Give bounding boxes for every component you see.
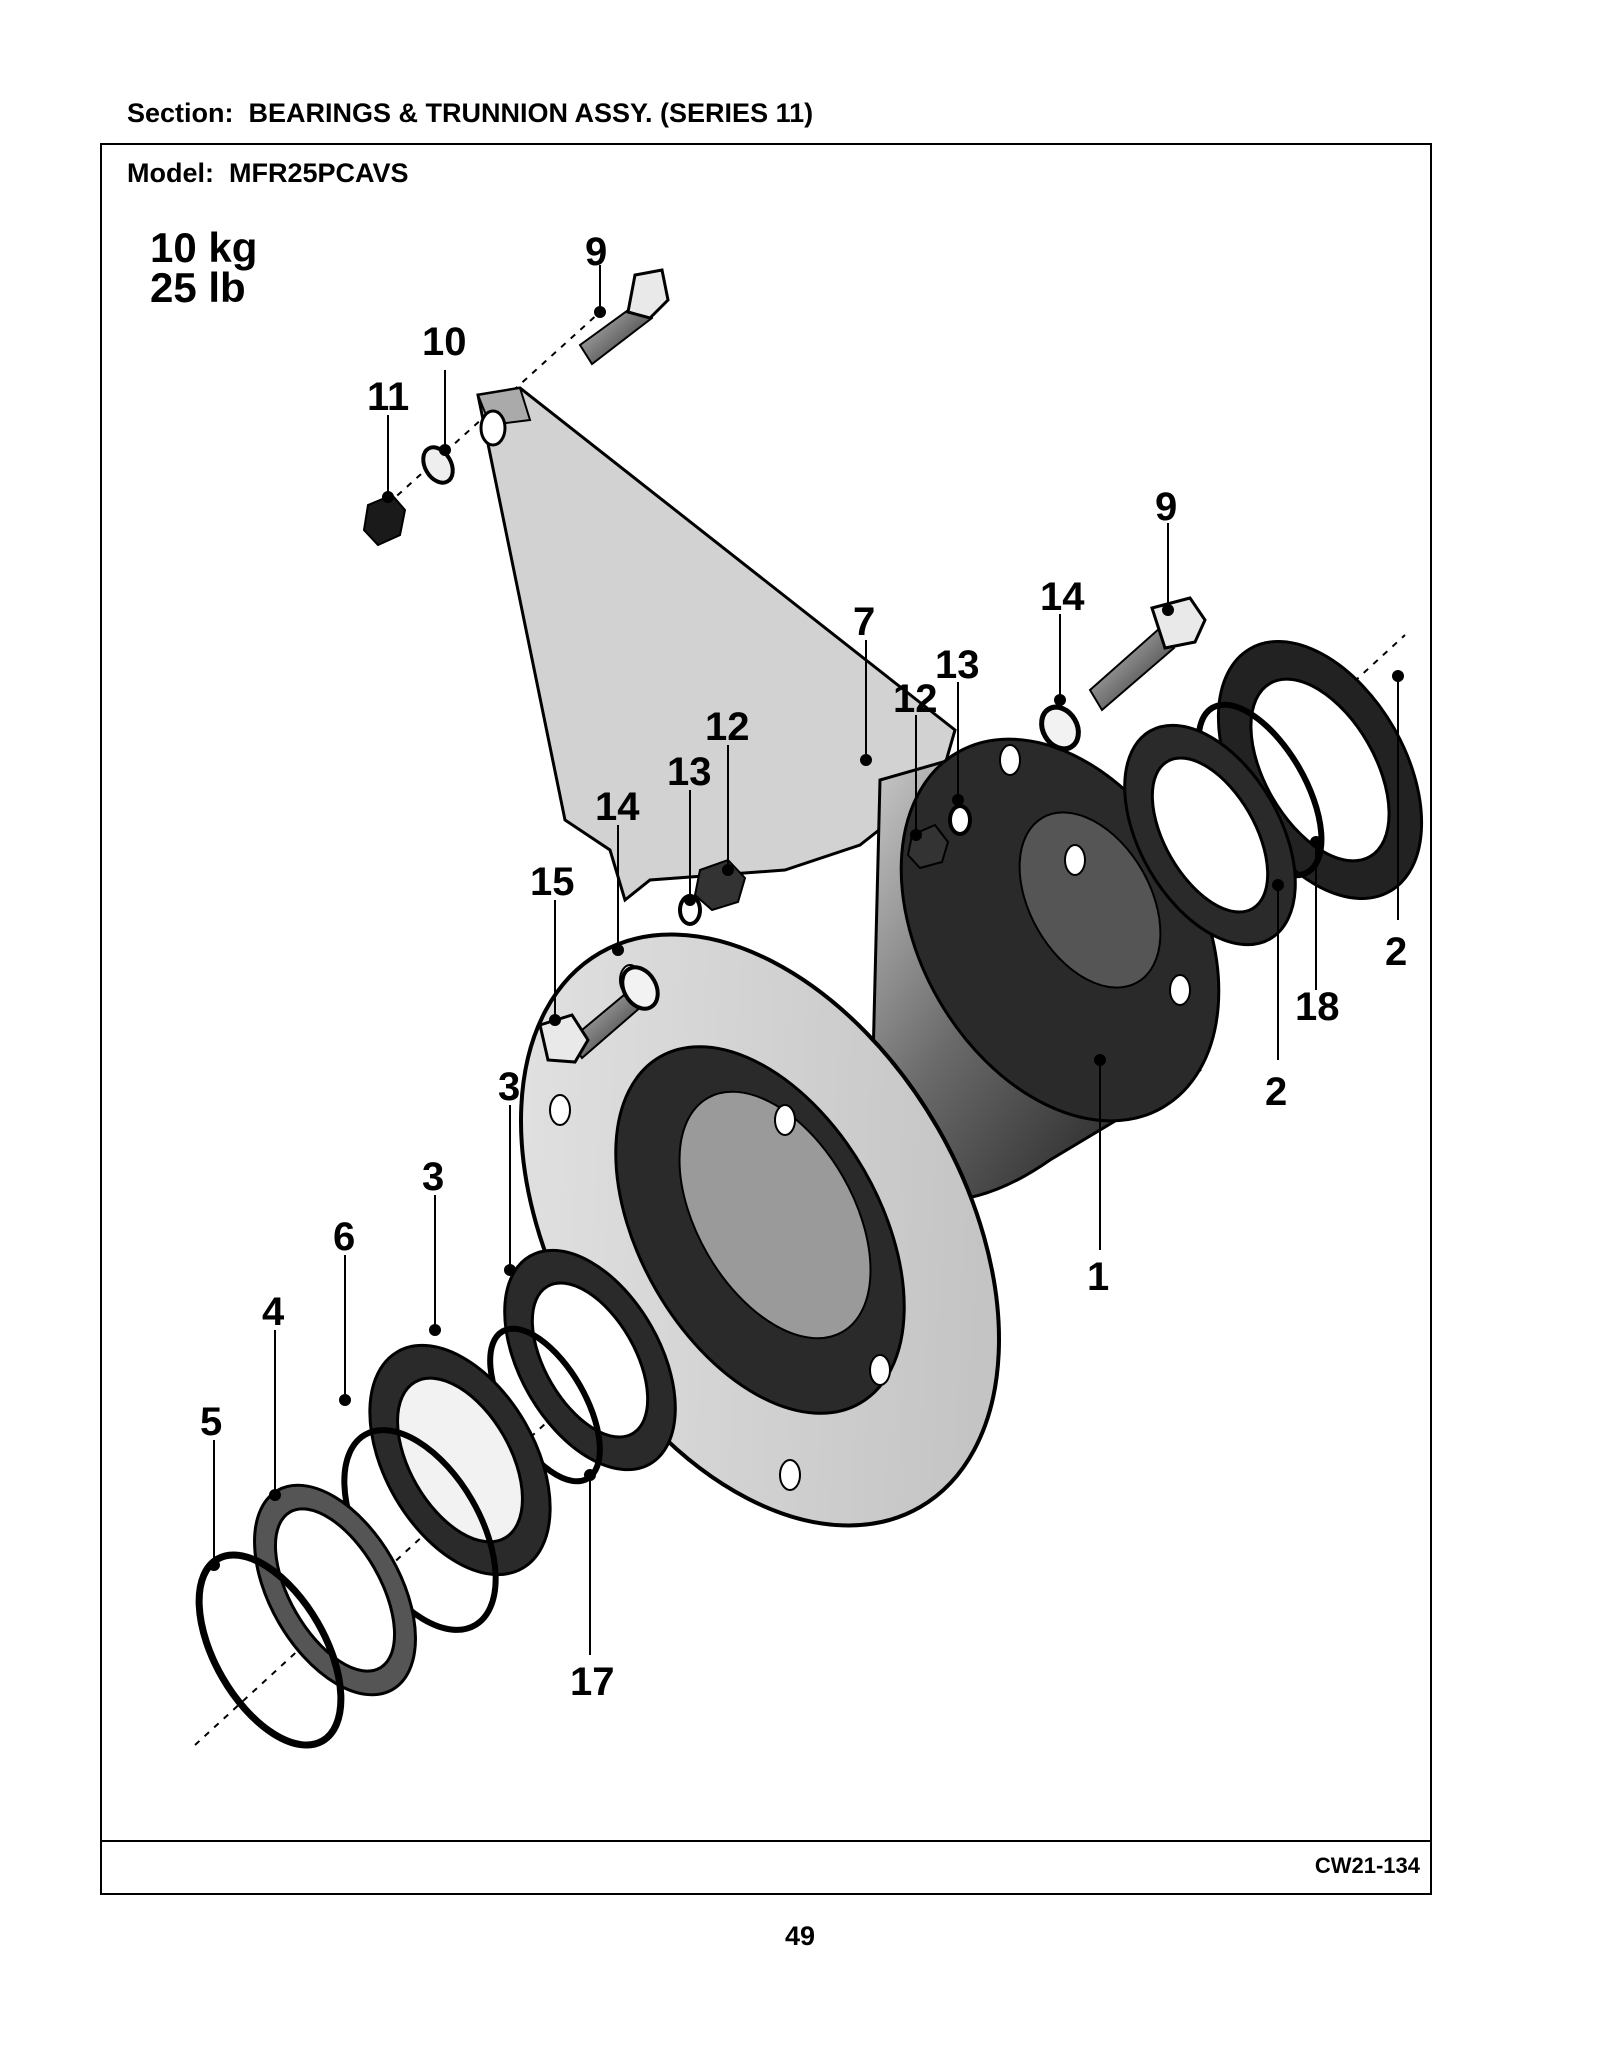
section-title: Section: BEARINGS & TRUNNION ASSY. (SERI… xyxy=(127,98,814,128)
callout-10: 10 xyxy=(422,320,467,364)
hex-nut-11 xyxy=(362,493,407,547)
callout-5: 5 xyxy=(200,1400,222,1444)
lock-washer-10 xyxy=(421,445,455,485)
callout-6: 6 xyxy=(333,1215,355,1259)
callout-14-right: 14 xyxy=(1040,575,1085,619)
callout-13-left: 13 xyxy=(667,750,712,794)
washer-13-right xyxy=(948,804,972,836)
callout-14-front: 14 xyxy=(595,785,640,829)
bearing-3-front-bore xyxy=(396,1376,524,1544)
callout-12-left: 12 xyxy=(705,705,750,749)
model-title: Model: MFR25PCAVS xyxy=(127,158,409,188)
callout-2-inner: 2 xyxy=(1265,1070,1287,1114)
seal-4-bore xyxy=(273,1507,397,1673)
callout-15: 15 xyxy=(530,860,575,904)
weight-lb: 25 lb xyxy=(150,264,246,311)
callout-11: 11 xyxy=(367,375,409,419)
diagram-frame xyxy=(100,143,1432,1895)
hub-rear-bore xyxy=(1018,811,1162,989)
bearing-2-inner-bore xyxy=(1150,756,1270,914)
callout-2-outer: 2 xyxy=(1385,930,1407,974)
callout-1: 1 xyxy=(1087,1255,1109,1299)
bolt-15 xyxy=(538,988,644,1064)
bracket-bolt-axis xyxy=(377,311,601,514)
washer-14-front xyxy=(620,965,660,1011)
callout-3-rear: 3 xyxy=(498,1065,520,1109)
page-number: 49 xyxy=(784,1921,816,1951)
callout-9-right: 9 xyxy=(1155,485,1177,529)
bearing-2-outer-bore xyxy=(1249,677,1391,863)
bolt-9-right xyxy=(1088,596,1207,712)
callout-17: 17 xyxy=(570,1660,615,1704)
drawing-code: CW21-134 xyxy=(1314,1853,1420,1878)
callout-12-right: 12 xyxy=(893,677,938,721)
bracket-bolt-hole xyxy=(479,409,507,447)
callout-4: 4 xyxy=(262,1290,285,1334)
bearing-3-rear-bore xyxy=(530,1281,650,1439)
callout-3-front: 3 xyxy=(422,1155,444,1199)
washer-14-right xyxy=(1039,704,1081,752)
hub-bore-inner xyxy=(678,1090,872,1340)
trunnion-bracket xyxy=(476,386,957,903)
frame-divider xyxy=(100,1840,1432,1842)
weight-kg: 10 kg xyxy=(150,224,257,271)
ring-5 xyxy=(195,1551,345,1749)
callout-7: 7 xyxy=(853,600,875,644)
callout-9-top: 9 xyxy=(585,230,607,274)
leader-lines xyxy=(208,265,1404,1655)
callout-13-right: 13 xyxy=(935,643,980,687)
callout-18: 18 xyxy=(1295,985,1340,1029)
bolt-9-top xyxy=(578,268,670,366)
